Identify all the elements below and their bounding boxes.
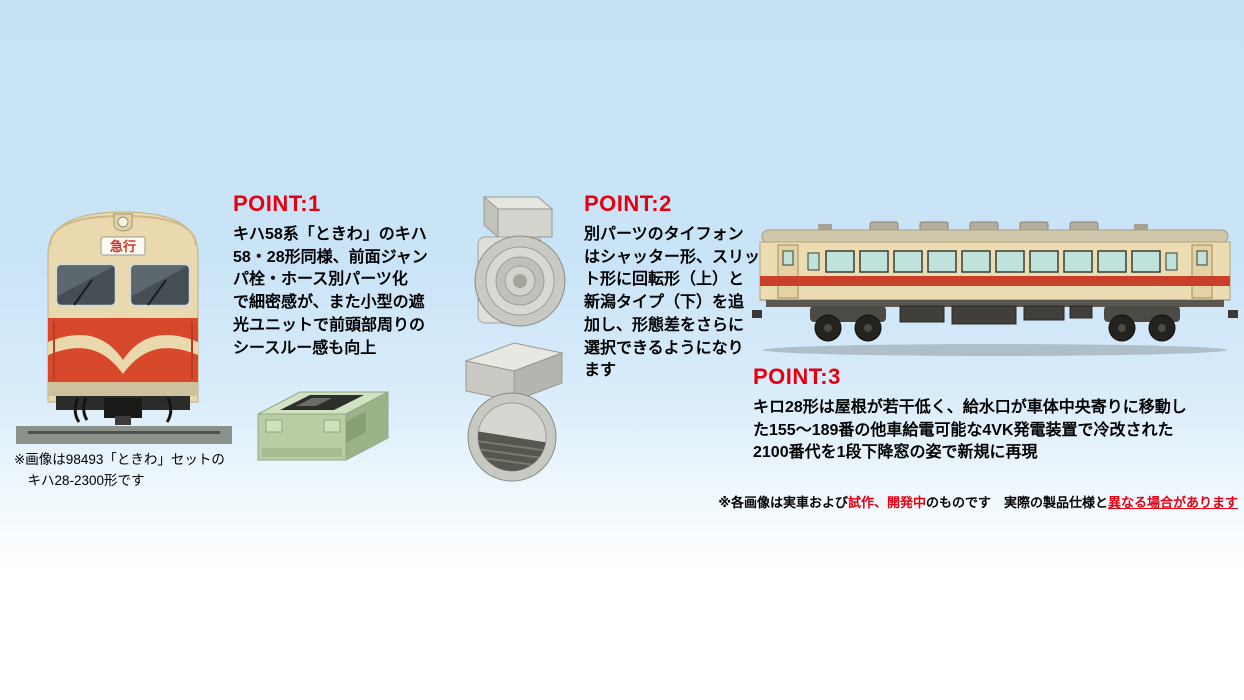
headsign-text: 急行 <box>110 239 136 254</box>
point1-body: キハ58系「ときわ」のキハ 58・28形同様、前面ジャン パ栓・ホース別パーツ化… <box>233 226 428 357</box>
headsign-board <box>100 236 146 256</box>
point2-body: 別パーツのタイフォン はシャッター形、スリッ ト形に回転形（上）と 新潟タイプ（… <box>584 226 761 380</box>
train-side-render <box>752 218 1238 360</box>
disclaimer-part3: のものです 実際の製品仕様と <box>925 495 1108 510</box>
point2-heading: POINT:2 <box>584 191 672 216</box>
light-unit-render <box>238 362 396 474</box>
train-front-photo: 急行 <box>16 192 232 444</box>
disclaimer-part2: 試作、開発中 <box>847 495 926 510</box>
photo-caption: ※画像は98493「ときわ」セットの キハ28-2300形です <box>14 452 225 488</box>
disclaimer-part4: 異なる場合があります <box>1107 495 1238 510</box>
tyfon-rotary-render <box>440 193 580 333</box>
disclaimer-part1: ※各画像は実車および <box>718 495 848 510</box>
disclaimer: ※各画像は実車および試作、開発中のものです 実際の製品仕様と異なる場合があります <box>718 492 1238 511</box>
point3-body: キロ28形は屋根が若干低く、給水口が車体中央寄りに移動し た155～189番の他… <box>753 399 1187 462</box>
point1-heading: POINT:1 <box>233 191 321 216</box>
train-front-illustration: 急行 <box>16 211 232 444</box>
point3-heading: POINT:3 <box>753 364 841 389</box>
tyfon-niigata-render <box>446 337 580 485</box>
